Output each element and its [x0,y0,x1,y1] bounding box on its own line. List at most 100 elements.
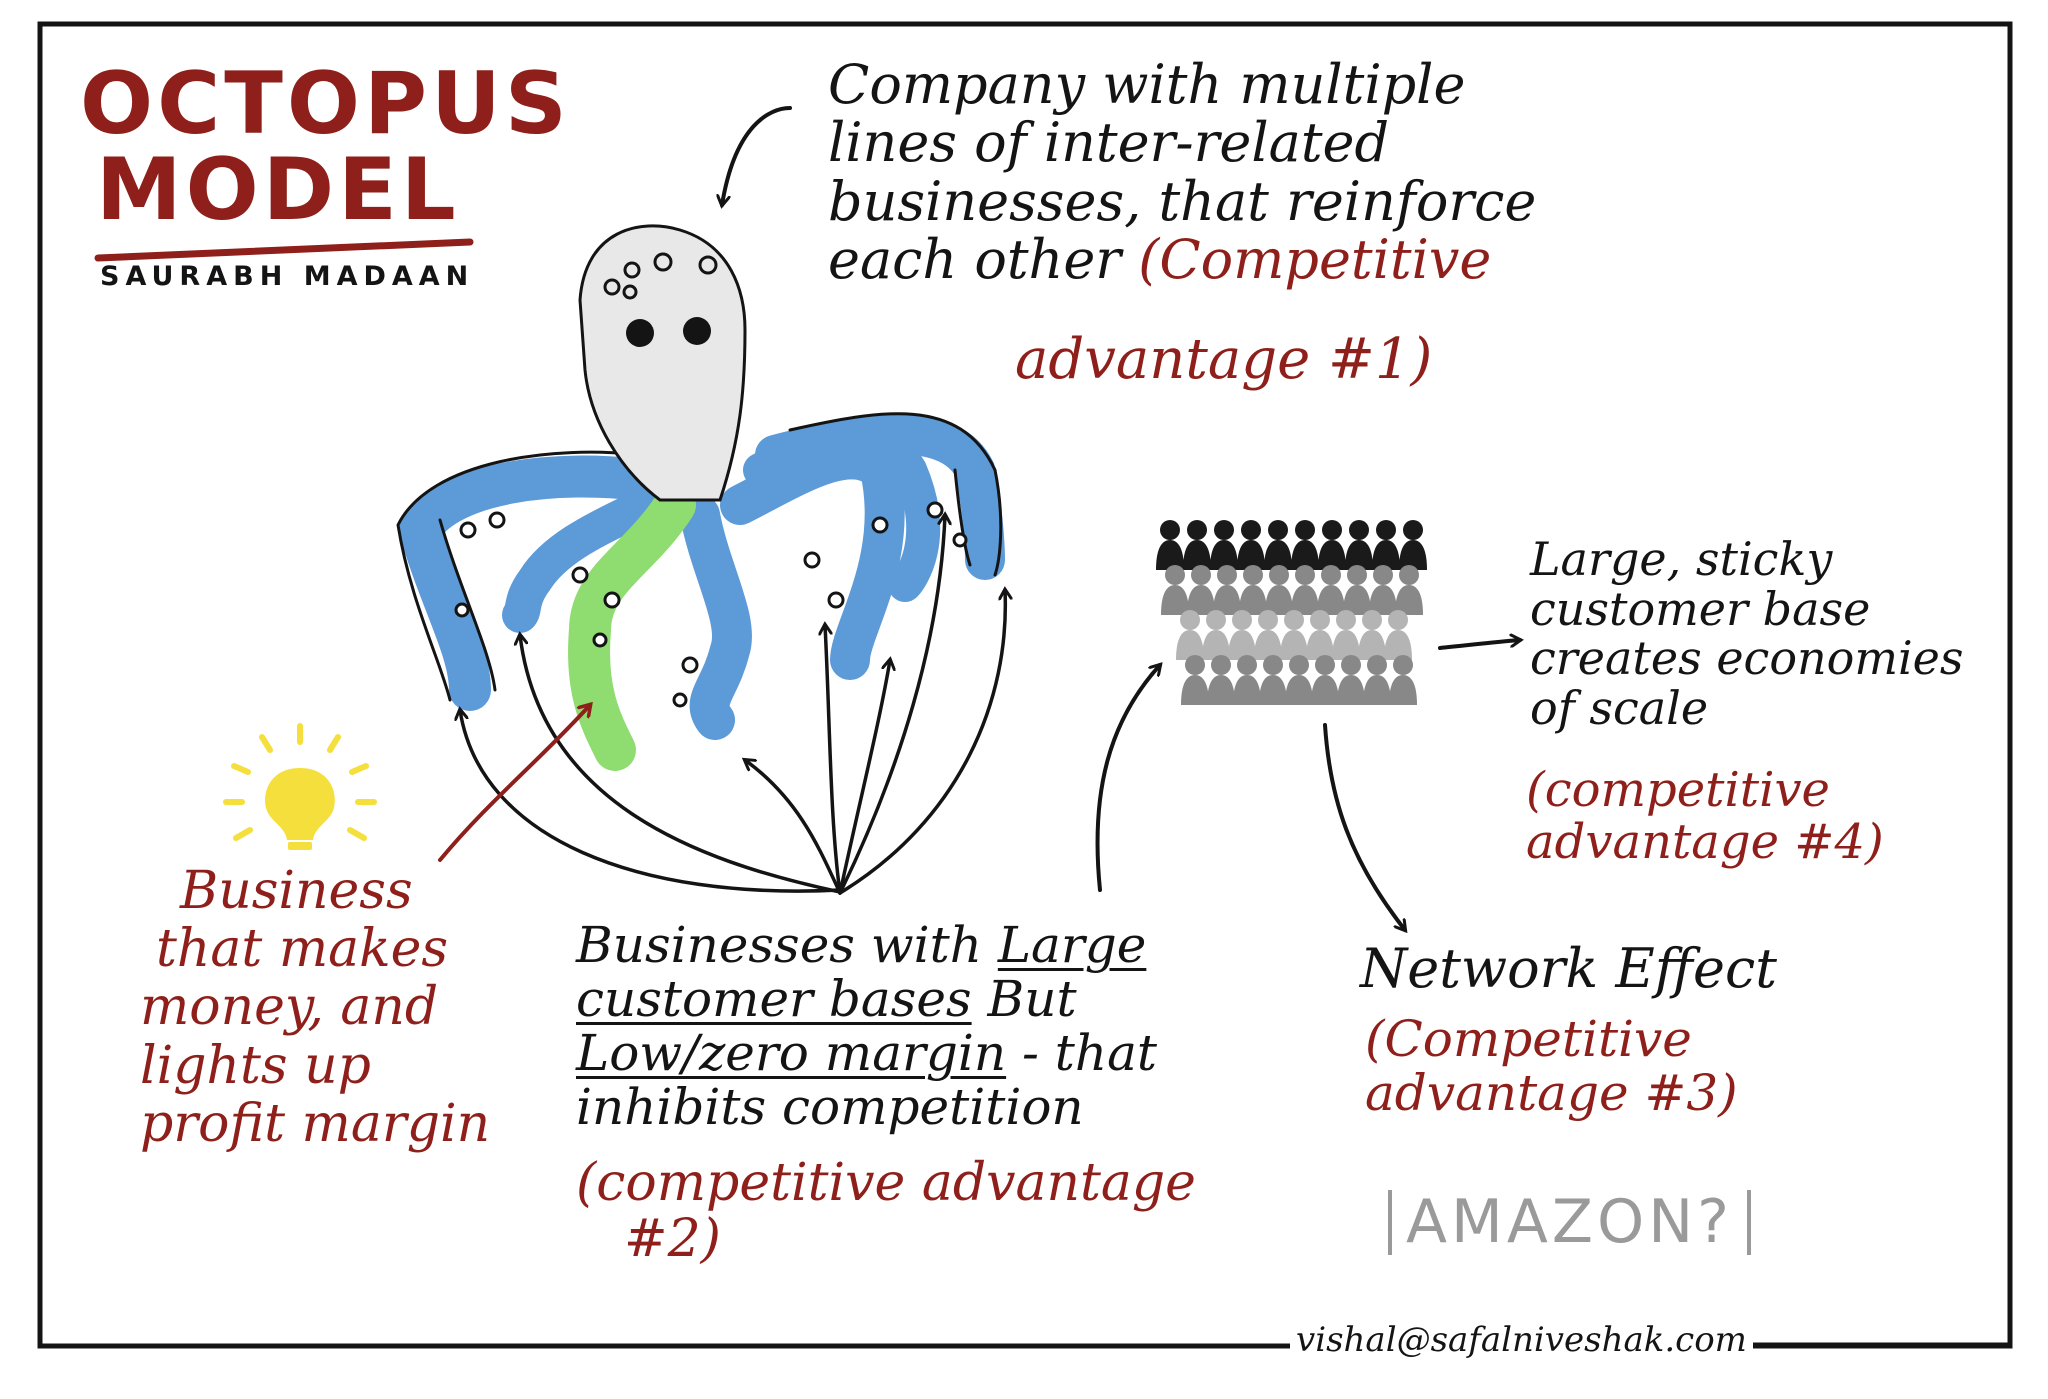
low-margin-large: Large [997,916,1147,974]
customer-silhouette [1341,655,1361,675]
customer-silhouette-body [1332,630,1360,660]
customer-silhouette-body [1395,585,1423,615]
customer-silhouette [1180,610,1200,630]
customer-silhouette-body [1291,540,1319,570]
company-line-4: each other [828,227,1122,291]
customer-silhouette-body [1265,585,1293,615]
profit-line-5: profit margin [140,1093,491,1154]
octopus-right-eye [683,317,711,345]
customer-silhouette-body [1280,630,1308,660]
customer-silhouette [1232,610,1252,630]
customer-silhouette-body [1372,540,1400,570]
customer-silhouette [1187,520,1207,540]
customer-silhouette-body [1345,540,1373,570]
customer-silhouette-body [1187,585,1215,615]
customer-silhouette-body [1337,675,1365,705]
amazon-label: AMAZON? [1388,1190,1751,1255]
low-margin-line-1: Businesses with [576,916,982,974]
customer-silhouette [1295,520,1315,540]
lightbulb-icon [223,723,377,850]
advantage-1-part-2: advantage #1) [1015,327,1433,392]
advantage-4-part-2: advantage #4) [1526,813,1884,870]
customer-silhouette [1393,655,1413,675]
company-description: Company with multiple lines of inter-rel… [828,55,1537,291]
customer-base-note: Large, sticky customer base creates econ… [1530,532,1964,736]
customer-silhouette-body [1228,630,1256,660]
customer-silhouette-body [1259,675,1287,705]
customer-silhouette [1376,520,1396,540]
title-model: MODEL [96,140,460,240]
title-octopus: OCTOPUS [80,54,571,154]
company-line-3: businesses, that reinforce [828,169,1537,233]
customer-silhouette [1211,655,1231,675]
profit-arrow [438,705,590,862]
customer-silhouette [1185,655,1205,675]
customer-silhouette [1321,565,1341,585]
customer-silhouette-body [1183,540,1211,570]
customer-silhouette [1399,565,1419,585]
customer-line-4: of scale [1530,681,1709,736]
customer-silhouette [1217,565,1237,585]
customer-silhouette-body [1239,585,1267,615]
customer-silhouette-body [1156,540,1184,570]
customer-silhouette-body [1213,585,1241,615]
octopus-head [578,224,747,502]
customer-silhouette-body [1291,585,1319,615]
customer-silhouette [1160,520,1180,540]
customer-line-1: Large, sticky [1530,532,1833,586]
profit-line-3: money, and [140,977,439,1038]
customer-silhouette-body [1358,630,1386,660]
advantage-3-part-2: advantage #3) [1365,1064,1738,1122]
customer-silhouette [1388,610,1408,630]
advantage-3-part-1: (Competitive [1365,1010,1692,1068]
low-margin-that: - that [1022,1024,1158,1082]
network-effect-title: Network Effect [1360,937,1777,1000]
customer-silhouette-body [1285,675,1313,705]
low-margin-line-4: inhibits competition [576,1078,1084,1136]
frame-border [37,21,2013,1349]
author-name: SAURABH MADAAN [100,261,475,292]
customer-silhouette-body [1176,630,1204,660]
crowd-arrow [1095,665,1161,892]
customer-silhouette [1191,565,1211,585]
customer-silhouette [1206,610,1226,630]
customer-silhouette [1336,610,1356,630]
customer-silhouette-body [1264,540,1292,570]
profit-line-1: Business [180,861,413,921]
customer-silhouette [1367,655,1387,675]
advantage-4-part-1: (competitive [1526,762,1830,818]
customer-silhouette-body [1254,630,1282,660]
customer-silhouette [1295,565,1315,585]
tentacle-arrows [460,515,1005,895]
advantage-4: (competitive advantage #4) [1526,762,1884,870]
customer-silhouette [1258,610,1278,630]
advantage-2: (competitive advantage #2) [576,1155,1196,1267]
customer-silhouette-body [1343,585,1371,615]
customer-silhouette-body [1207,675,1235,705]
customer-silhouette-body [1363,675,1391,705]
customer-silhouette [1269,565,1289,585]
octopus-left-eye [626,319,654,347]
customer-silhouette [1243,565,1263,585]
author-email: vishal@safalniveshak.com [1290,1322,1753,1359]
customer-silhouette [1362,610,1382,630]
customer-silhouette [1403,520,1423,540]
customer-silhouette-body [1311,675,1339,705]
customer-line-2: customer base [1530,581,1871,636]
advantage-3: (Competitive advantage #3) [1365,1012,1738,1120]
customer-silhouette-body [1161,585,1189,615]
customer-silhouette [1165,565,1185,585]
company-line-2: lines of inter-related [828,111,1390,175]
tentacle-suckers [454,501,968,708]
customer-silhouette-body [1384,630,1412,660]
customer-silhouette-body [1399,540,1427,570]
low-margin-but: But [987,970,1077,1028]
octopus-illustration [396,224,1005,771]
blue-tentacles [397,414,1005,740]
advantage-1-part-1: (Competitive [1138,227,1492,291]
customer-silhouette-body [1202,630,1230,660]
customer-silhouette-body [1369,585,1397,615]
customer-silhouette [1310,610,1330,630]
